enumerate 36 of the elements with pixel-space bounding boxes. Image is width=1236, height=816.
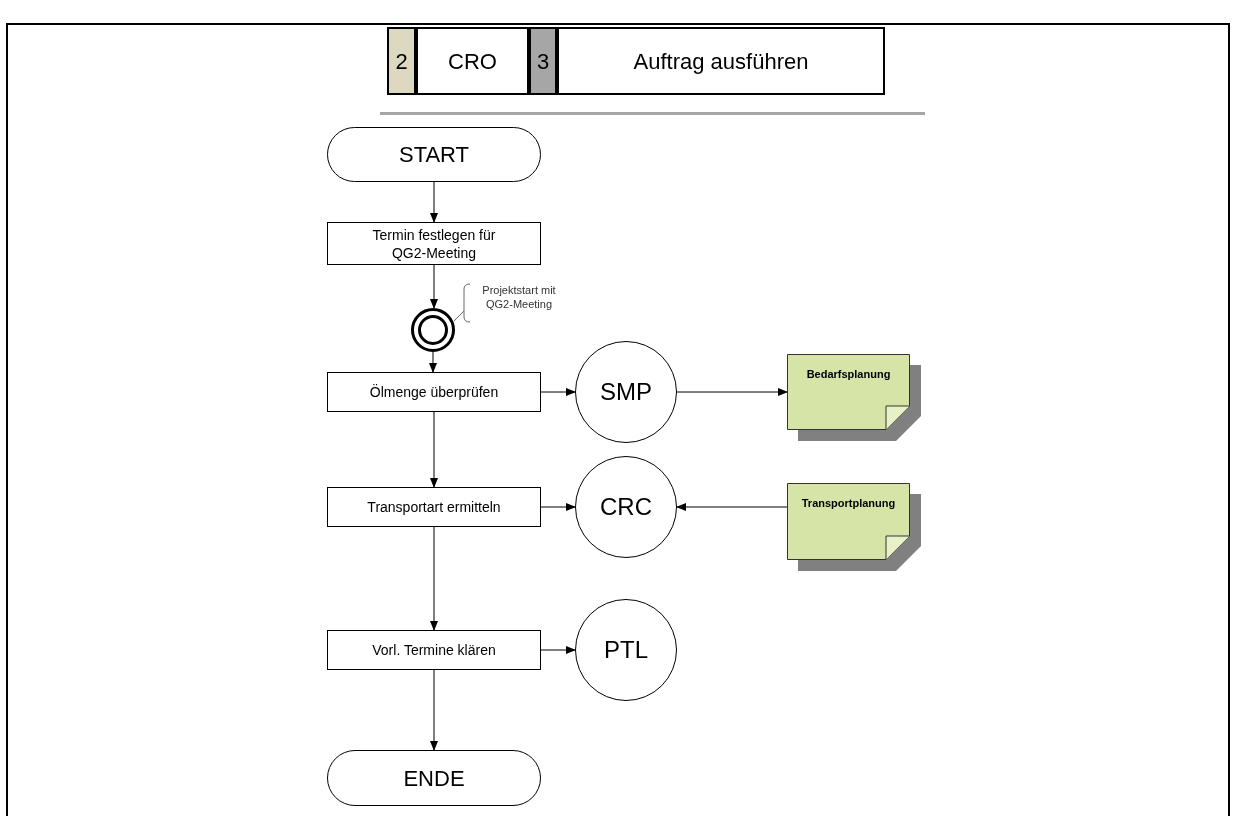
arrow <box>540 646 576 654</box>
node-label: Projektstart mit QG2-Meeting <box>481 283 557 311</box>
node-label: Termin festlegen für QG2-Meeting <box>371 225 497 262</box>
node-label: 2 <box>395 47 408 76</box>
arrow <box>430 264 438 309</box>
header-cell <box>387 27 416 95</box>
node-label: CRO <box>448 47 497 76</box>
process-box <box>327 487 541 527</box>
arrow <box>430 526 438 631</box>
process-box <box>327 222 541 265</box>
terminal-pill <box>327 750 541 806</box>
header-cell <box>557 27 885 95</box>
arrow <box>429 351 437 373</box>
arrow <box>676 388 788 396</box>
node-label: Transportart ermitteln <box>367 498 501 516</box>
node-label: Transportplanung <box>801 496 896 511</box>
header-cell <box>529 27 557 95</box>
arrow <box>430 181 438 223</box>
process-box <box>327 372 541 412</box>
node-label: Bedarfsplanung <box>806 367 891 382</box>
arrow <box>540 503 576 511</box>
node-label: SMP <box>600 377 652 407</box>
process-box <box>327 630 541 670</box>
node-label: CRC <box>600 492 652 522</box>
arrow <box>540 388 576 396</box>
node-label: START <box>398 141 470 169</box>
node-label: 3 <box>536 47 550 76</box>
arrow <box>430 411 438 488</box>
header-cell <box>416 27 529 95</box>
arrow <box>430 669 438 751</box>
node-label: PTL <box>604 635 648 665</box>
node-label: ENDE <box>403 764 465 793</box>
node-label: Vorl. Termine klären <box>372 641 496 659</box>
node-label: Ölmenge überprüfen <box>369 383 499 401</box>
node-label: Auftrag ausführen <box>633 47 809 76</box>
arrow <box>676 503 788 511</box>
